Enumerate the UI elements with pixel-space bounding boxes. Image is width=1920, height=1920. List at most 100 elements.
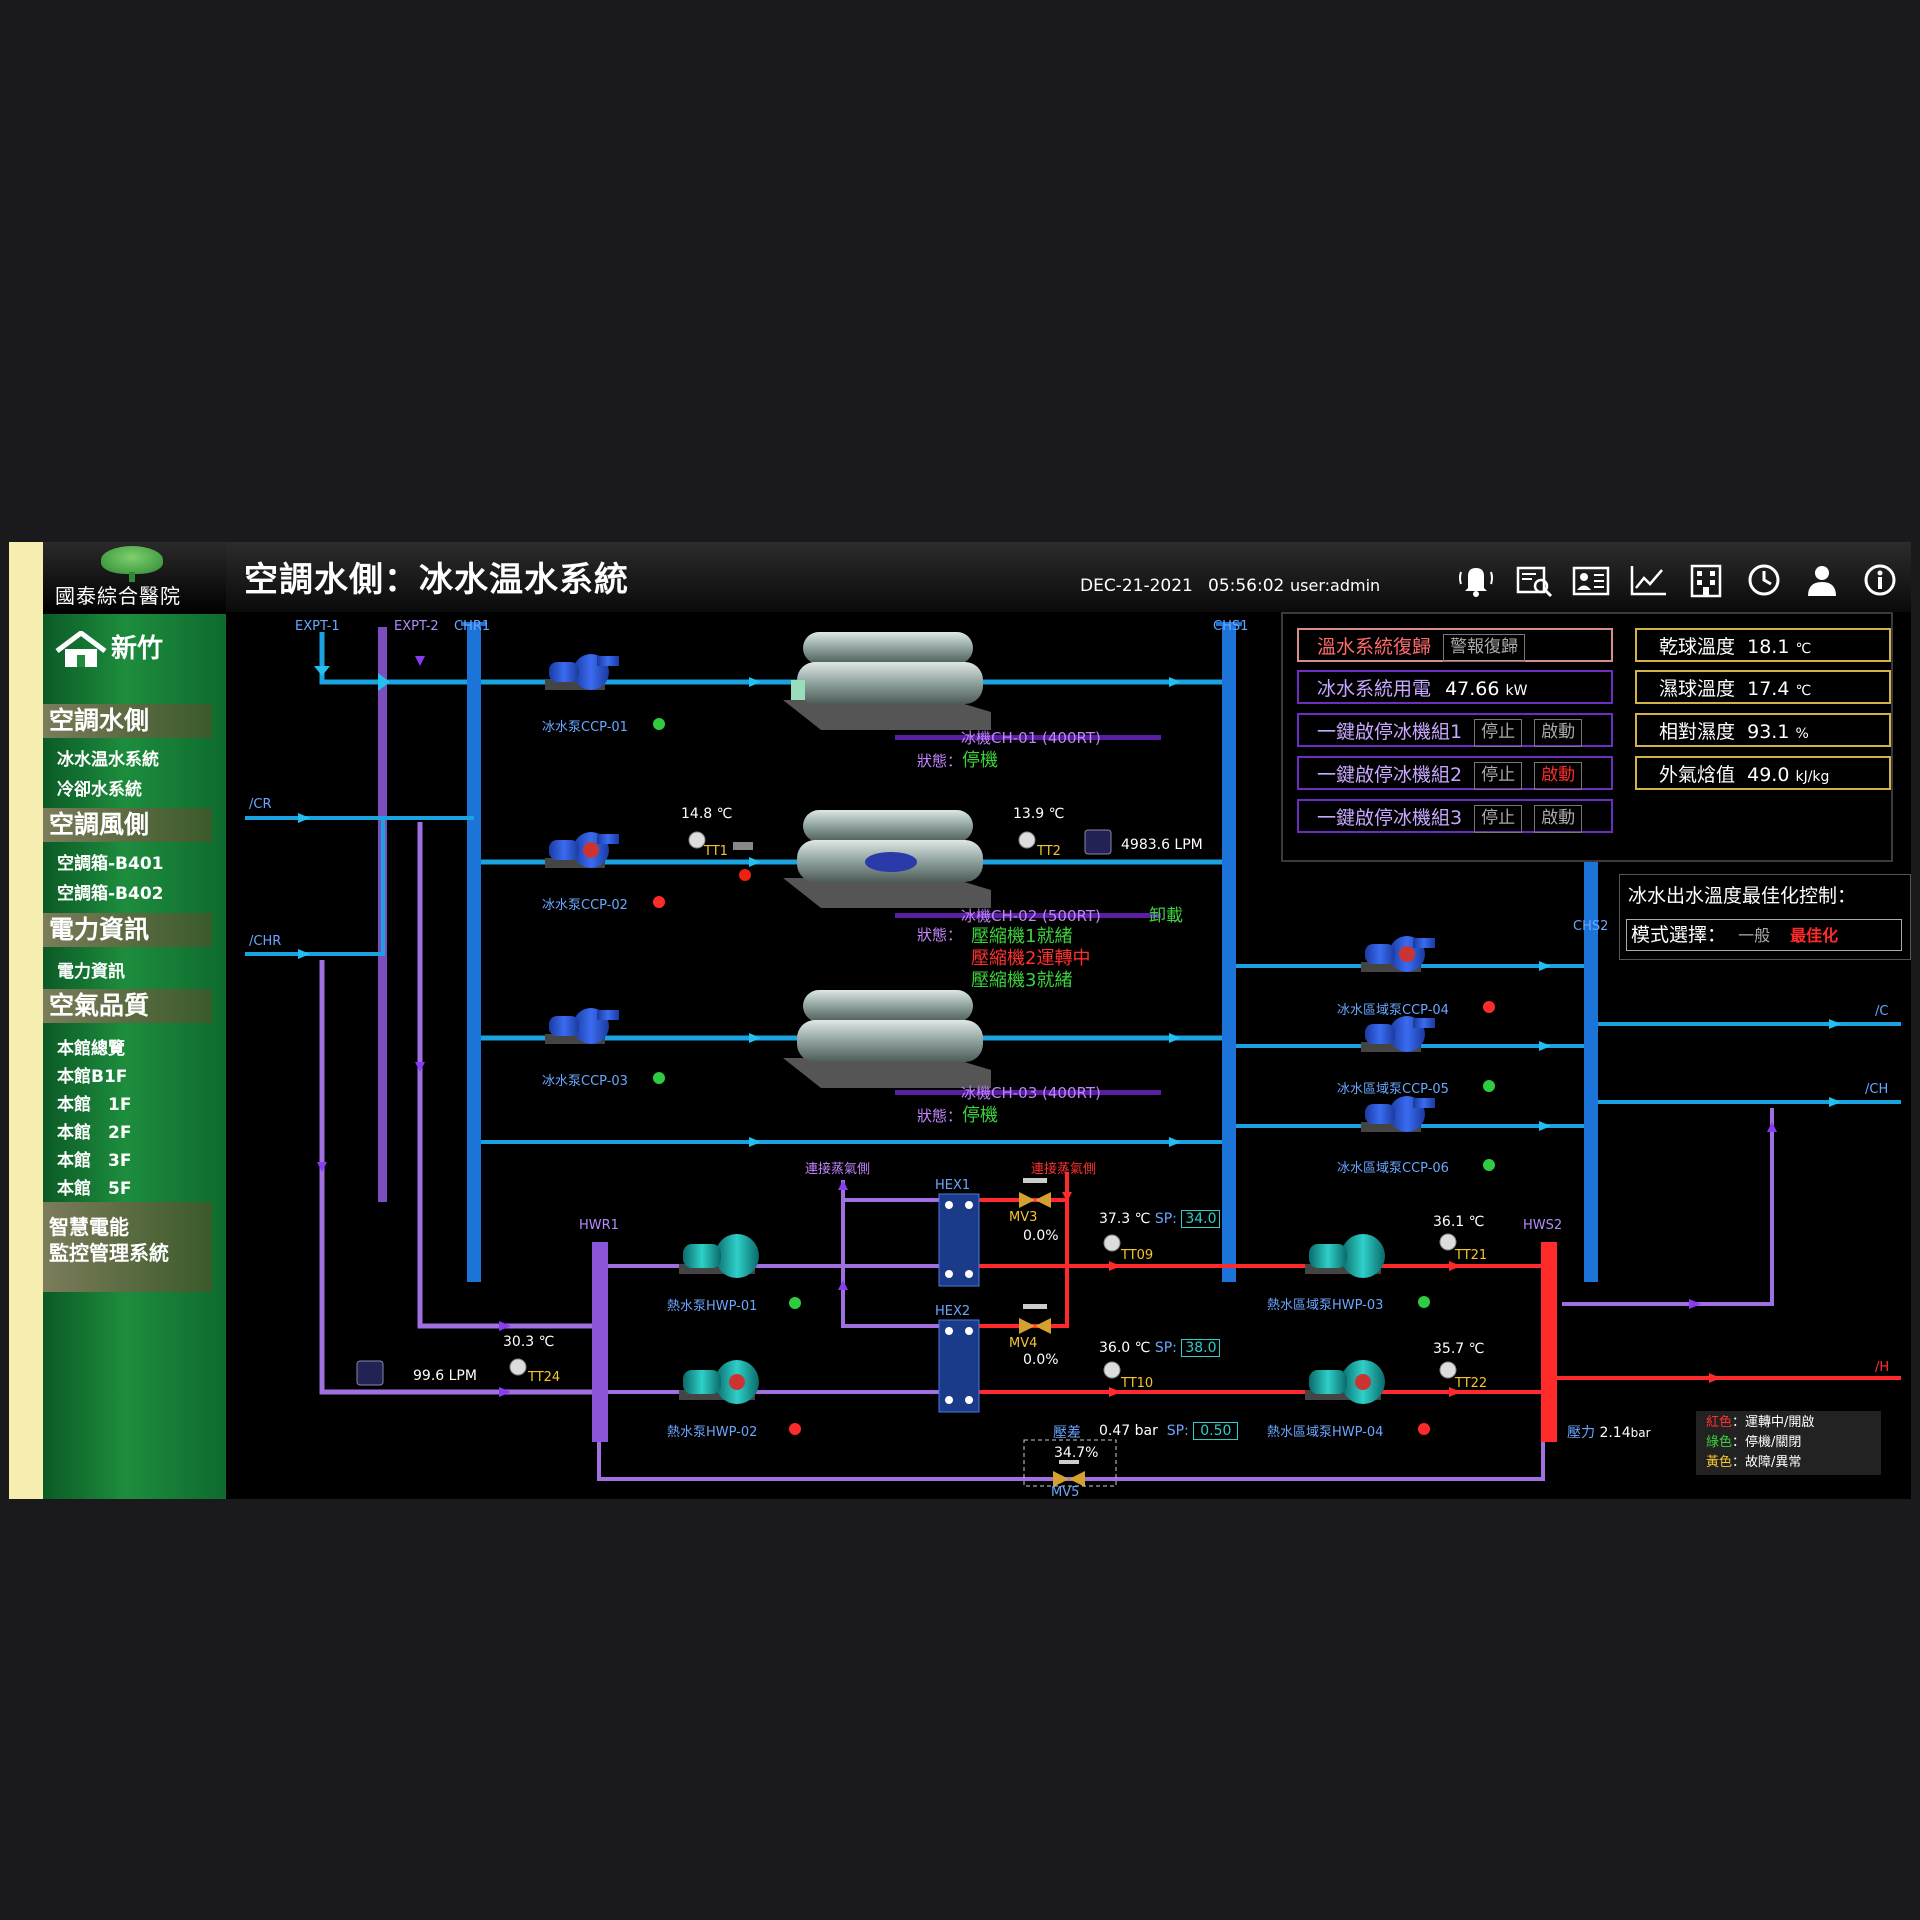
wetbulb-value: 17.4 [1747, 678, 1790, 700]
nav-item-cooling[interactable]: 冷卻水系統 [57, 780, 142, 800]
dp-setpoint[interactable]: 0.50 [1193, 1422, 1239, 1440]
nav-section-air[interactable]: 空調風側 [43, 808, 212, 842]
group3-label: 一鍵啟停冰機組3 [1317, 807, 1463, 829]
hex2-label: HEX2 [935, 1304, 971, 1319]
tt22-temp: 35.7 ℃ [1433, 1341, 1485, 1357]
optimize-title: 冰水出水溫度最佳化控制： [1628, 885, 1857, 907]
color-legend: 紅色：運轉中/開啟 綠色：停機/關閉 黃色：故障/異常 [1696, 1411, 1881, 1475]
humidity-label: 相對濕度 [1659, 721, 1736, 743]
legend-green-color: 綠色 [1706, 1435, 1733, 1450]
tt24-label: TT24 [528, 1370, 561, 1385]
pump-ccp04[interactable] [1361, 936, 1435, 972]
tree-trunk-icon [129, 572, 135, 582]
nav-section-air-quality[interactable]: 空氣品質 [43, 989, 212, 1023]
heat-exchanger-hex2[interactable] [938, 1319, 980, 1413]
pump-hwp01[interactable] [679, 1234, 759, 1278]
nav-section-power[interactable]: 電力資訊 [43, 913, 212, 947]
legend-yellow-text: ：故障/異常 [1732, 1455, 1802, 1470]
group2-start-button[interactable]: 啟動 [1534, 761, 1583, 790]
group3-stop-button[interactable]: 停止 [1474, 804, 1523, 833]
nav-item-overview[interactable]: 本館總覽 [57, 1039, 125, 1059]
pump-label-ccp04: 冰水區域泵CCP-04 [1337, 1003, 1449, 1018]
pump-ccp01[interactable] [545, 654, 619, 690]
nav-item-5f[interactable]: 本館 5F [57, 1179, 132, 1199]
pressure-label: 壓力 [1567, 1425, 1595, 1441]
legend-green-text: ：停機/關閉 [1732, 1435, 1802, 1450]
status-label: 狀態： [917, 1107, 963, 1125]
pipe-label-hws2: HWS2 [1523, 1218, 1563, 1233]
clock-icon[interactable] [1744, 562, 1784, 598]
chiller-ch01[interactable] [783, 632, 991, 730]
nav-section-water[interactable]: 空調水側 [43, 704, 212, 738]
nav-item-ahu-b402[interactable]: 空調箱-B402 [57, 884, 164, 904]
nav-item-chw-hw[interactable]: 冰水温水系統 [57, 750, 159, 770]
bell-icon[interactable] [1456, 562, 1496, 598]
group1-start-button[interactable]: 啟動 [1534, 718, 1583, 747]
time: 05:56:02 [1208, 576, 1285, 596]
valve-mv4[interactable] [1019, 1304, 1051, 1334]
status-value: 停機 [962, 750, 999, 771]
pressure-unit: bar [1630, 1426, 1651, 1440]
legend-yellow: 黃色：故障/異常 [1706, 1453, 1871, 1473]
pump-hwp04[interactable] [1305, 1360, 1385, 1404]
tt10-value: 36.0 ℃ [1099, 1340, 1151, 1356]
group2-stop-button[interactable]: 停止 [1474, 761, 1523, 790]
tt2-temp: 13.9 ℃ [1013, 806, 1065, 822]
valve-tt1[interactable] [733, 842, 753, 881]
flowmeter-icons [356, 829, 1112, 1386]
status-label: 狀態： [917, 752, 963, 770]
valve-mv3[interactable] [1019, 1178, 1051, 1208]
user-report-icon[interactable] [1571, 562, 1611, 598]
nav-item-ahu-b401[interactable]: 空調箱-B401 [57, 854, 164, 874]
mode-optimize-option[interactable]: 最佳化 [1790, 926, 1839, 945]
valve-mv5[interactable] [1053, 1460, 1085, 1487]
hw-arrows [317, 656, 1777, 1397]
wetbulb-unit: ℃ [1795, 683, 1812, 699]
pipe-label-chs2: CHS2 [1573, 919, 1609, 934]
info-icon[interactable] [1860, 562, 1900, 598]
nav-item-1f[interactable]: 本館 1F [57, 1095, 132, 1115]
steam-label-2: 連接蒸氣側 [1031, 1162, 1097, 1177]
dp-value: 0.47 bar [1099, 1423, 1158, 1439]
pump-ccp05[interactable] [1361, 1016, 1435, 1052]
report-search-icon[interactable] [1514, 562, 1554, 598]
tt09-setpoint[interactable]: 34.0 [1181, 1210, 1221, 1228]
pump-label-ccp02: 冰水泵CCP-02 [542, 898, 628, 913]
user-icon[interactable] [1802, 562, 1842, 598]
chiller-ch03-name: 冰機CH-03 (400RT) [961, 1084, 1101, 1102]
valve-label-mv3: MV3 [1009, 1210, 1038, 1225]
trend-icon[interactable] [1628, 562, 1668, 598]
hw-reset-box: 溫水系統復歸 警報復歸 [1297, 628, 1613, 662]
group3-start-button[interactable]: 啟動 [1534, 804, 1583, 833]
heat-exchanger-hex1[interactable] [938, 1193, 980, 1287]
dp-label: 壓差 [1053, 1425, 1081, 1441]
home-link[interactable]: 新竹 [55, 628, 163, 669]
mv4-pct: 0.0% [1023, 1352, 1059, 1368]
tt1-label: TT1 [704, 844, 728, 859]
tree-logo-icon [101, 546, 163, 574]
pump-ccp02[interactable] [545, 832, 619, 868]
pump-ccp06[interactable] [1361, 1096, 1435, 1132]
nav-section-ems[interactable]: 智慧電能 監控管理系統 [43, 1202, 212, 1292]
pipe-label-expt2: EXPT-2 [394, 619, 439, 634]
nav-item-2f[interactable]: 本館 2F [57, 1123, 132, 1143]
weather-humidity: 相對濕度 93.1 % [1635, 713, 1891, 747]
dp-reading: 0.47 bar SP: 0.50 [1099, 1422, 1239, 1440]
nav-item-power[interactable]: 電力資訊 [57, 962, 125, 982]
weather-drybulb: 乾球溫度 18.1 ℃ [1635, 628, 1891, 662]
pump-hwp03[interactable] [1305, 1234, 1385, 1278]
mode-normal-option[interactable]: 一般 [1738, 926, 1771, 945]
wetbulb-label: 濕球溫度 [1659, 678, 1736, 700]
chiller-ch03[interactable] [783, 990, 991, 1088]
nav-item-3f[interactable]: 本館 3F [57, 1151, 132, 1171]
chiller-ch02[interactable] [783, 810, 991, 908]
pipe-label-chs1: CHS1 [1213, 619, 1249, 634]
group1-stop-button[interactable]: 停止 [1474, 718, 1523, 747]
pump-hwp02[interactable] [679, 1360, 759, 1404]
tt21-temp: 36.1 ℃ [1433, 1214, 1485, 1230]
tt10-setpoint[interactable]: 38.0 [1181, 1339, 1221, 1357]
alarm-reset-button[interactable]: 警報復歸 [1443, 633, 1526, 662]
nav-item-b1f[interactable]: 本館B1F [57, 1067, 128, 1087]
pump-ccp03[interactable] [545, 1008, 619, 1044]
building-icon[interactable] [1686, 562, 1726, 598]
